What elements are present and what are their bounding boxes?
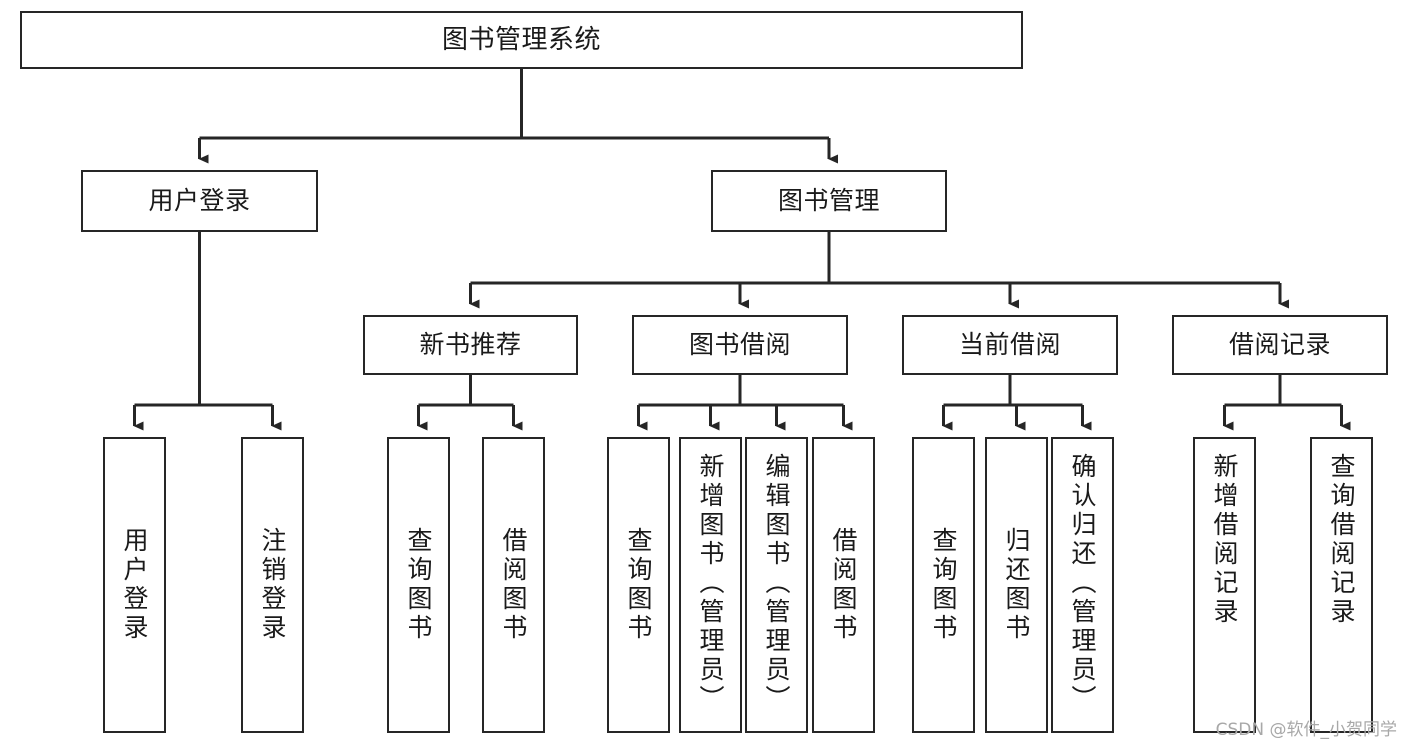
node-leaf-label: 借阅图书 xyxy=(829,527,858,643)
node-root[interactable]: 图书管理系统 xyxy=(20,11,1023,69)
node-level3-label: 图书借阅 xyxy=(688,330,791,360)
node-leaf-label: 用户登录 xyxy=(120,527,149,643)
node-level2-label: 图书管理 xyxy=(777,186,880,216)
node-level3-new-book-rec[interactable]: 新书推荐 xyxy=(363,315,578,375)
node-leaf-label: 注销登录 xyxy=(258,527,287,643)
node-leaf-leaf-edit-book[interactable]: 编辑图书（管理员） xyxy=(745,437,808,733)
node-leaf-leaf-add-book[interactable]: 新增图书（管理员） xyxy=(679,437,742,733)
node-leaf-leaf-logout[interactable]: 注销登录 xyxy=(241,437,304,733)
node-level2-book-manage[interactable]: 图书管理 xyxy=(711,170,947,232)
node-leaf-leaf-query-book-1[interactable]: 查询图书 xyxy=(387,437,450,733)
node-leaf-label: 查询图书 xyxy=(624,527,653,643)
node-leaf-leaf-borrow-book-2[interactable]: 借阅图书 xyxy=(812,437,875,733)
node-leaf-leaf-user-login[interactable]: 用户登录 xyxy=(103,437,166,733)
node-leaf-label: 查询借阅记录 xyxy=(1327,453,1356,627)
node-leaf-leaf-query-record[interactable]: 查询借阅记录 xyxy=(1310,437,1373,733)
watermark-text: CSDN @软件_小贺同学 xyxy=(1215,720,1397,740)
node-leaf-leaf-confirm-return[interactable]: 确认归还（管理员） xyxy=(1051,437,1114,733)
node-leaf-label: 查询图书 xyxy=(404,527,433,643)
node-level3-borrow-record[interactable]: 借阅记录 xyxy=(1172,315,1388,375)
node-leaf-label: 查询图书 xyxy=(929,527,958,643)
node-leaf-leaf-query-book-2[interactable]: 查询图书 xyxy=(607,437,670,733)
node-leaf-label: 归还图书 xyxy=(1002,527,1031,643)
node-level3-label: 新书推荐 xyxy=(419,330,522,360)
node-level2-user-login[interactable]: 用户登录 xyxy=(81,170,318,232)
node-leaf-label: 确认归还（管理员） xyxy=(1068,453,1097,714)
node-level3-book-borrow[interactable]: 图书借阅 xyxy=(632,315,848,375)
node-leaf-leaf-borrow-book-1[interactable]: 借阅图书 xyxy=(482,437,545,733)
node-level3-label: 当前借阅 xyxy=(958,330,1061,360)
node-leaf-label: 新增图书（管理员） xyxy=(696,453,725,714)
node-root-label: 图书管理系统 xyxy=(441,24,601,55)
node-leaf-leaf-add-record[interactable]: 新增借阅记录 xyxy=(1193,437,1256,733)
node-leaf-label: 新增借阅记录 xyxy=(1210,453,1239,627)
node-level3-current-borrow[interactable]: 当前借阅 xyxy=(902,315,1118,375)
node-leaf-leaf-return-book[interactable]: 归还图书 xyxy=(985,437,1048,733)
node-leaf-label: 借阅图书 xyxy=(499,527,528,643)
node-level3-label: 借阅记录 xyxy=(1228,330,1331,360)
node-leaf-label: 编辑图书（管理员） xyxy=(762,453,791,714)
node-level2-label: 用户登录 xyxy=(148,186,251,216)
node-leaf-leaf-query-book-3[interactable]: 查询图书 xyxy=(912,437,975,733)
